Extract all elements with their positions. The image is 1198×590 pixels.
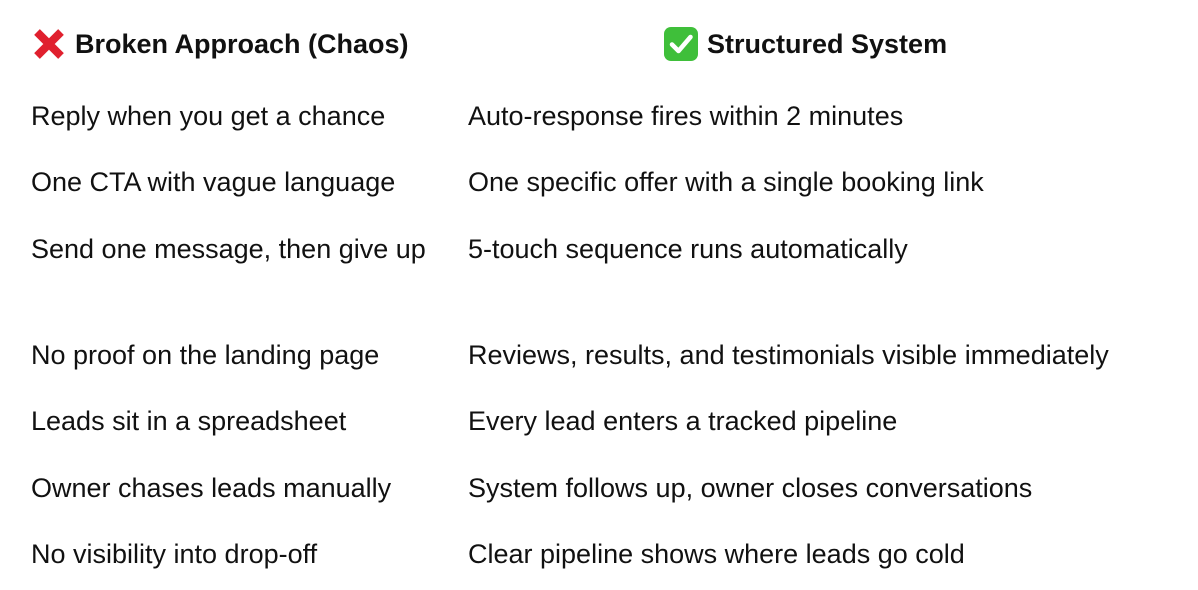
- broken-row-1: Reply when you get a chance: [31, 101, 386, 131]
- structured-system-header-label: Structured System: [707, 28, 948, 59]
- structured-row-4: Reviews, results, and testimonials visib…: [468, 340, 1109, 370]
- structured-row-7: Clear pipeline shows where leads go cold: [468, 539, 965, 569]
- broken-row-3: Send one message, then give up: [31, 234, 426, 264]
- structured-row-1: Auto-response fires within 2 minutes: [468, 101, 904, 131]
- broken-row-2: One CTA with vague language: [31, 167, 396, 197]
- broken-row-4: No proof on the landing page: [31, 340, 380, 370]
- structured-row-6: System follows up, owner closes conversa…: [468, 473, 1033, 503]
- structured-row-5: Every lead enters a tracked pipeline: [468, 406, 898, 436]
- broken-row-6: Owner chases leads manually: [31, 473, 392, 503]
- broken-row-7: No visibility into drop-off: [31, 539, 318, 569]
- structured-row-3: 5-touch sequence runs automatically: [468, 234, 908, 264]
- red-x-icon: [31, 26, 67, 62]
- broken-approach-header: Broken Approach (Chaos): [31, 24, 409, 64]
- structured-system-header: Structured System: [663, 24, 947, 64]
- broken-row-5: Leads sit in a spreadsheet: [31, 406, 347, 436]
- structured-row-2: One specific offer with a single booking…: [468, 167, 984, 197]
- broken-approach-header-label: Broken Approach (Chaos): [75, 28, 409, 59]
- green-check-icon: [663, 26, 699, 62]
